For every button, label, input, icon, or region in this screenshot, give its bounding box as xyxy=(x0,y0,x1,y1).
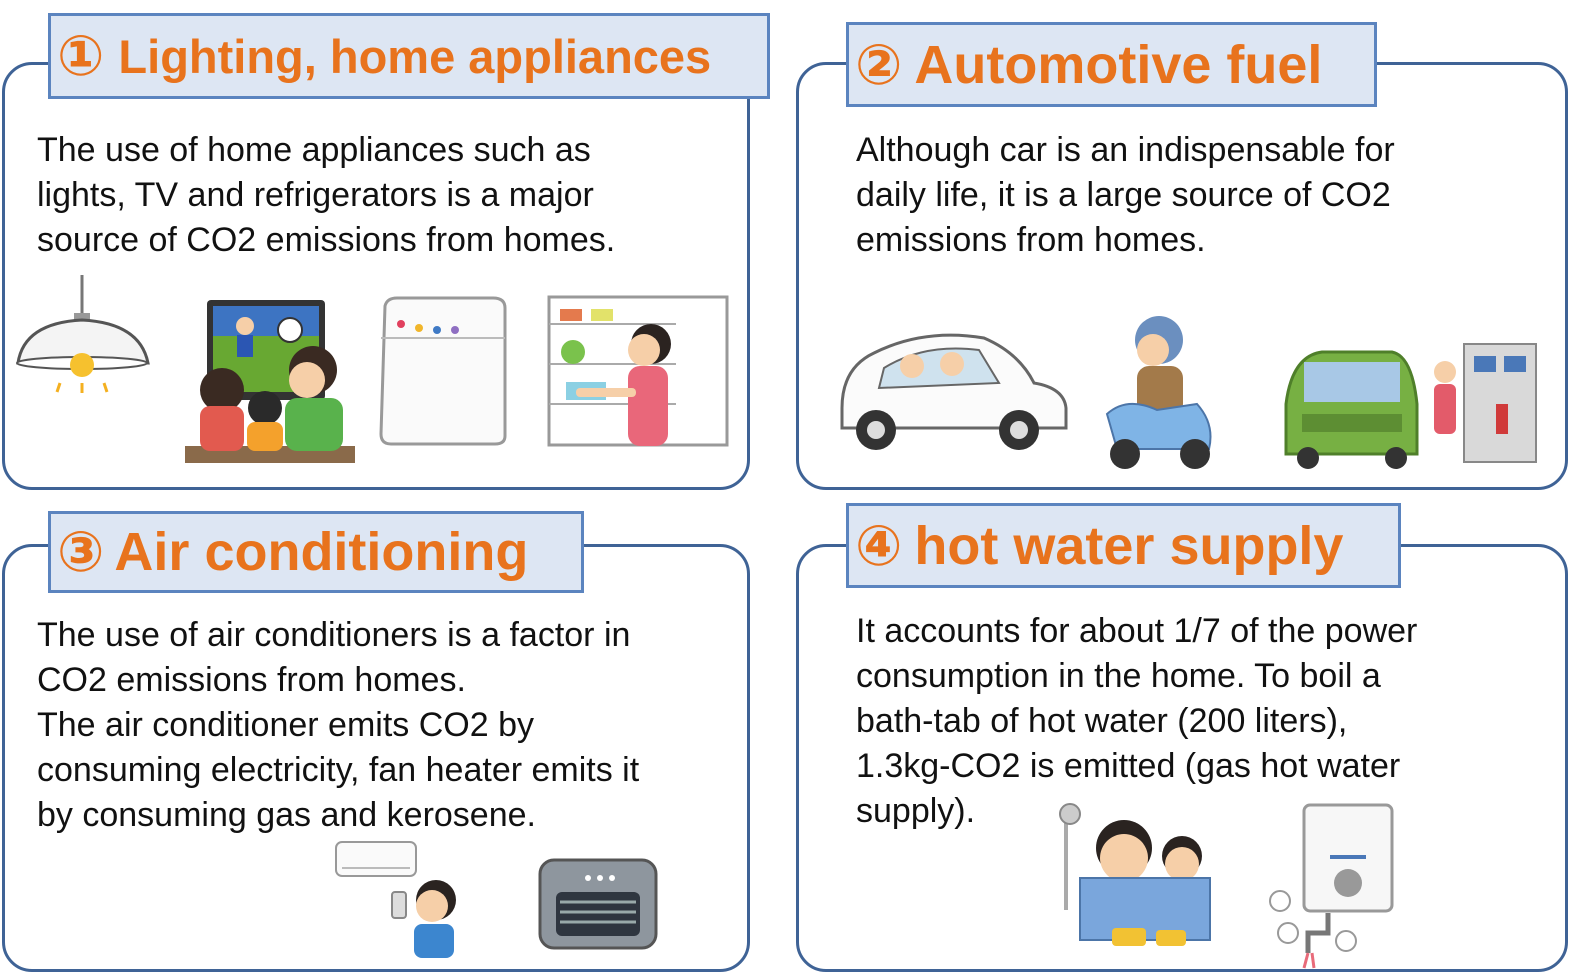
family-watching-tv-icon xyxy=(185,300,355,463)
text-line: bath-tab of hot water (200 liters), xyxy=(856,702,1348,740)
gas-water-heater-icon xyxy=(1269,803,1394,969)
text-line: It accounts for about 1/7 of the power xyxy=(856,612,1418,650)
scooter-rider-icon xyxy=(1105,316,1212,469)
text-line: CO2 emissions from homes. xyxy=(37,661,466,699)
number-4: ④ xyxy=(855,513,903,577)
green-car-refueling-icon xyxy=(1284,343,1537,469)
panel-automotive-text: Although car is an indispensable for dai… xyxy=(856,128,1395,263)
refrigerator-icon xyxy=(547,295,729,447)
number-2: ② xyxy=(855,32,903,96)
text-line: 1.3kg-CO2 is emitted (gas hot water xyxy=(856,747,1401,785)
panel-lighting-text: The use of home appliances such as light… xyxy=(37,128,615,263)
text-line: consumption in the home. To boil a xyxy=(856,657,1381,695)
text-line: Although car is an indispensable for xyxy=(856,131,1395,169)
text-line: supply). xyxy=(856,792,976,830)
title-text: hot water supply xyxy=(914,515,1344,576)
panel-air-conditioning-title: ③ Air conditioning xyxy=(48,511,584,593)
text-line: daily life, it is a large source of CO2 xyxy=(856,176,1391,214)
text-line: by consuming gas and kerosene. xyxy=(37,796,536,834)
white-car-icon xyxy=(840,333,1068,450)
fan-heater-icon xyxy=(538,858,658,950)
number-3: ③ xyxy=(57,520,105,583)
bath-shower-icon xyxy=(1059,803,1211,946)
text-line: lights, TV and refrigerators is a major xyxy=(37,176,594,214)
title-text: Lighting, home appliances xyxy=(118,29,712,83)
title-text: Air conditioning xyxy=(114,522,529,582)
washing-machine-icon xyxy=(379,296,507,446)
air-conditioner-remote-icon xyxy=(335,841,456,958)
title-text: Automotive fuel xyxy=(914,34,1323,95)
number-1: ① xyxy=(57,24,105,87)
text-line: emissions from homes. xyxy=(856,221,1206,259)
pendant-lamp-icon xyxy=(16,275,150,393)
text-line: source of CO2 emissions from homes. xyxy=(37,221,616,259)
panel-lighting-title: ① Lighting, home appliances xyxy=(48,13,770,99)
text-line: The use of air conditioners is a factor … xyxy=(37,616,631,654)
text-line: consuming electricity, fan heater emits … xyxy=(37,751,640,789)
panel-hot-water-text: It accounts for about 1/7 of the power c… xyxy=(856,609,1417,834)
text-line: The use of home appliances such as xyxy=(37,131,591,169)
panel-automotive-title: ② Automotive fuel xyxy=(846,22,1377,107)
text-line: The air conditioner emits CO2 by xyxy=(37,706,534,744)
panel-hot-water-title: ④ hot water supply xyxy=(846,503,1401,588)
panel-air-conditioning-text: The use of air conditioners is a factor … xyxy=(37,613,639,838)
